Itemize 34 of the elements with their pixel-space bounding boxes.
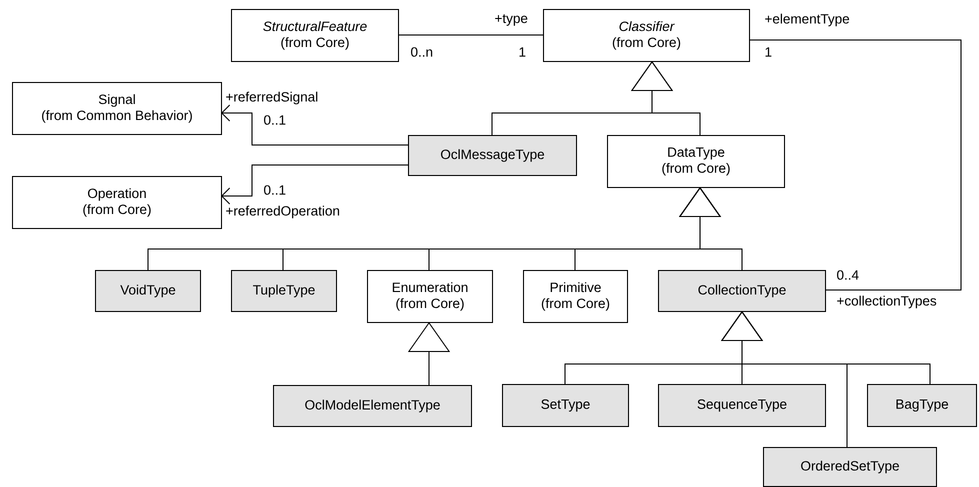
class-box: Classifier (from Core) [543, 9, 750, 62]
class-box: DataType (from Core) [607, 135, 785, 188]
multiplicity-label: 0..1 [264, 185, 286, 195]
role-label: +referredSignal [226, 92, 318, 104]
multiplicity-label: 0..n [411, 47, 432, 57]
class-box: CollectionType [658, 270, 826, 312]
multiplicity-label: 0..1 [264, 115, 286, 125]
class-box: Primitive (from Core) [523, 270, 628, 323]
association-line [398, 34, 544, 36]
class-box: StructuralFeature (from Core) [231, 9, 399, 62]
role-label: +collectionTypes [837, 296, 936, 308]
class-box: Operation (from Core) [12, 176, 222, 229]
class-box: OclMessageType [408, 135, 577, 176]
class-box: VoidType [95, 270, 201, 312]
generalization-arrow [720, 311, 848, 448]
role-label: +referredOperation [226, 206, 340, 218]
association-line [748, 40, 962, 290]
class-box: BagType [867, 384, 978, 427]
class-box: SetType [502, 384, 629, 427]
association-arrow [221, 164, 408, 204]
multiplicity-label: 0..4 [837, 270, 859, 280]
role-label: +elementType [765, 14, 850, 26]
class-box: OclModelElementType [273, 385, 472, 427]
class-box: Signal (from Common Behavior) [12, 82, 222, 135]
class-box: TupleType [231, 270, 337, 312]
class-box: SequenceType [658, 384, 826, 427]
multiplicity-label: 1 [766, 47, 772, 57]
multiplicity-label: 1 [520, 47, 526, 57]
generalization-arrow [678, 187, 742, 270]
role-label: +type [495, 14, 528, 26]
association-arrow [221, 104, 408, 146]
class-box: Enumeration (from Core) [367, 270, 493, 323]
generalization-arrow [630, 61, 700, 136]
class-box: OrderedSetType [763, 447, 937, 487]
